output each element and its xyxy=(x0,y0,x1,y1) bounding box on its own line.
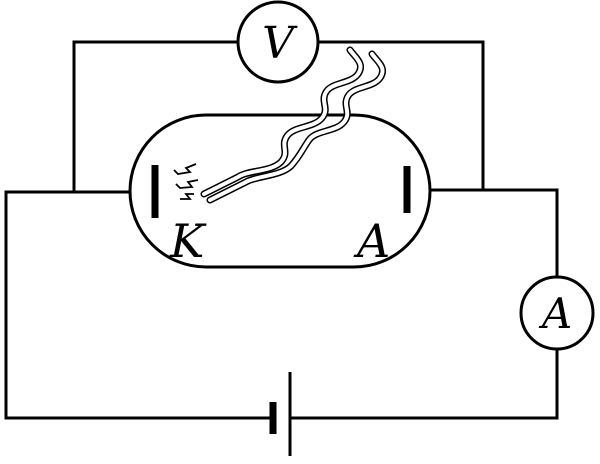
ammeter-label: A xyxy=(538,289,572,338)
vacuum-tube xyxy=(128,113,432,269)
electron-arrow-1 xyxy=(173,163,197,175)
light-ray-1 xyxy=(200,46,365,198)
voltmeter-branch-wire xyxy=(72,40,485,192)
battery xyxy=(269,372,292,456)
incident-light-rays xyxy=(200,46,387,204)
anode-label: A xyxy=(353,214,390,268)
electron-arrow-2 xyxy=(175,179,199,189)
voltmeter-label: V xyxy=(262,18,298,69)
voltmeter xyxy=(236,0,320,84)
ammeter xyxy=(519,275,595,351)
light-ray-2 xyxy=(206,50,387,204)
main-loop-left-wire xyxy=(4,190,273,420)
cathode-label: K xyxy=(169,214,207,268)
emitted-electrons xyxy=(173,163,199,200)
main-loop-right-wire xyxy=(290,188,559,420)
electron-arrow-3 xyxy=(180,193,194,200)
